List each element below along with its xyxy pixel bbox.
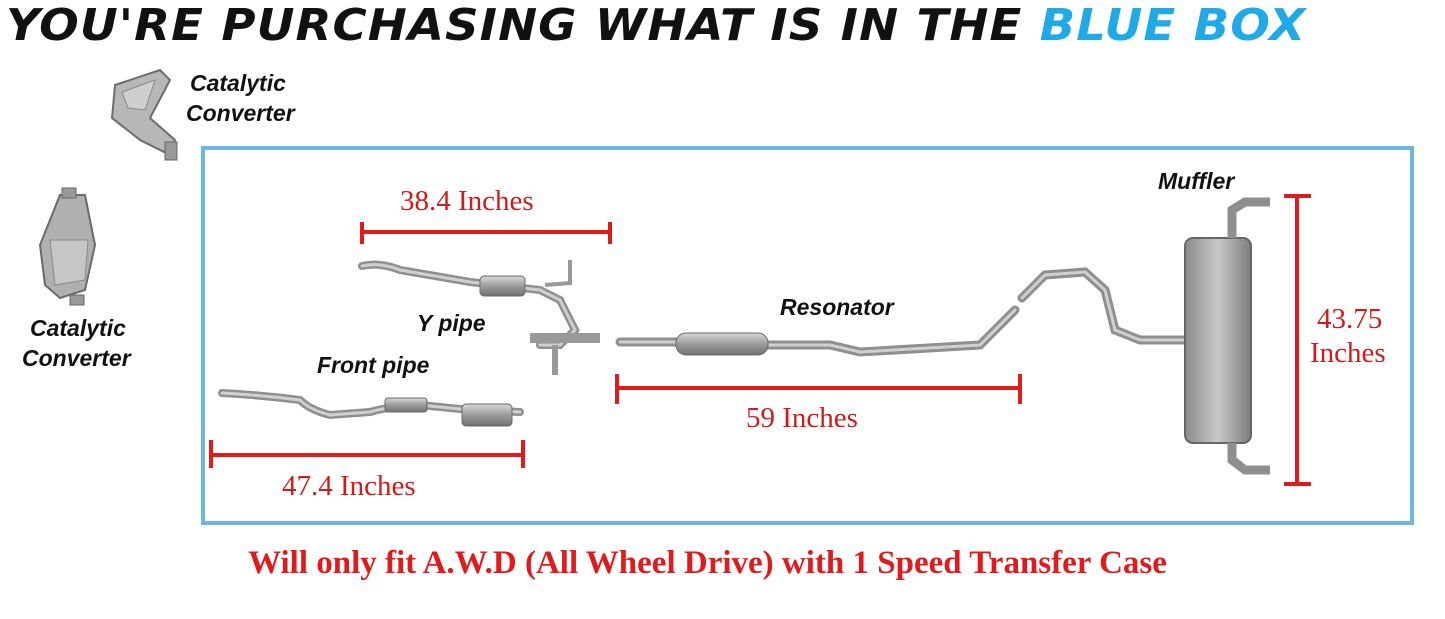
front-pipe-length-label: 47.4 Inches	[282, 470, 416, 502]
front-pipe-dimension-line	[209, 440, 525, 468]
label-line: Converter	[22, 345, 131, 371]
catalytic-converter-left-label: Catalytic Converter	[22, 313, 131, 373]
front-pipe-label: Front pipe	[317, 352, 430, 378]
label-line: Converter	[186, 100, 295, 126]
muffler-icon	[1184, 197, 1270, 475]
muffler-dimension-line	[1284, 194, 1311, 486]
headline-prefix: YOU'RE PURCHASING WHAT IS IN THE	[6, 0, 1023, 51]
front-pipe-icon	[218, 389, 524, 427]
page-headline: YOU'RE PURCHASING WHAT IS IN THE BLUE BO…	[6, 0, 1306, 52]
y-pipe-icon	[358, 260, 600, 375]
y-pipe-length-label: 38.4 Inches	[400, 185, 534, 217]
resonator-length-label: 59 Inches	[746, 402, 858, 434]
headline-highlight: BLUE BOX	[1039, 0, 1307, 51]
y-pipe-dimension-line	[360, 222, 612, 244]
fitment-notice: Will only fit A.W.D (All Wheel Drive) wi…	[248, 545, 1167, 581]
resonator-icon	[615, 267, 1190, 357]
label-line: Catalytic	[30, 315, 126, 341]
catalytic-converter-icon	[110, 68, 178, 161]
muffler-height-unit-label: Inches	[1310, 337, 1386, 369]
blue-box-frame	[201, 146, 1414, 525]
label-line: Catalytic	[190, 70, 286, 96]
y-pipe-label: Y pipe	[417, 310, 486, 336]
dimension-lines	[209, 194, 1311, 486]
catalytic-converter-icon	[38, 187, 97, 306]
muffler-label: Muffler	[1158, 168, 1235, 194]
catalytic-converter-top-label: Catalytic Converter	[186, 68, 295, 128]
muffler-height-value-label: 43.75	[1317, 303, 1383, 335]
resonator-dimension-line	[615, 374, 1022, 404]
resonator-label: Resonator	[780, 294, 894, 320]
